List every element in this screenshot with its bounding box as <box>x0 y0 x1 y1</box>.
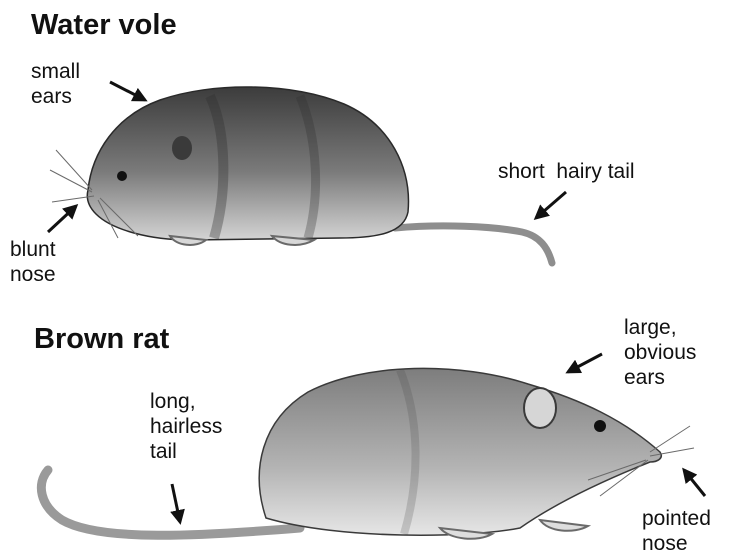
water-vole-drawing <box>50 87 552 263</box>
arrow-short-hairy-tail <box>536 192 566 218</box>
water-vole-body <box>87 87 408 240</box>
label-pointed-nose: pointed nose <box>642 507 711 557</box>
arrow-small-ears <box>110 82 145 100</box>
label-blunt-nose: blunt nose <box>10 238 56 288</box>
water-vole-tail <box>395 226 552 263</box>
label-large-obvious-ears: large, obvious ears <box>624 316 696 390</box>
brown-rat-body <box>259 368 661 535</box>
water-vole-title: Water vole <box>31 8 177 42</box>
brown-rat-title: Brown rat <box>34 322 169 356</box>
arrow-long-hairless-tail <box>172 484 180 522</box>
label-long-hairless-tail: long, hairless tail <box>150 390 222 464</box>
water-vole-eye <box>117 171 127 181</box>
arrow-large-obvious-ears <box>568 354 602 372</box>
arrow-pointed-nose <box>684 470 705 496</box>
brown-rat-eye <box>594 420 606 432</box>
label-small-ears: small ears <box>31 60 80 110</box>
label-short-hairy-tail: short hairy tail <box>498 160 635 185</box>
brown-rat-drawing <box>41 368 694 538</box>
arrow-blunt-nose <box>48 206 76 232</box>
brown-rat-ear <box>524 388 556 428</box>
water-vole-ear <box>172 136 192 160</box>
